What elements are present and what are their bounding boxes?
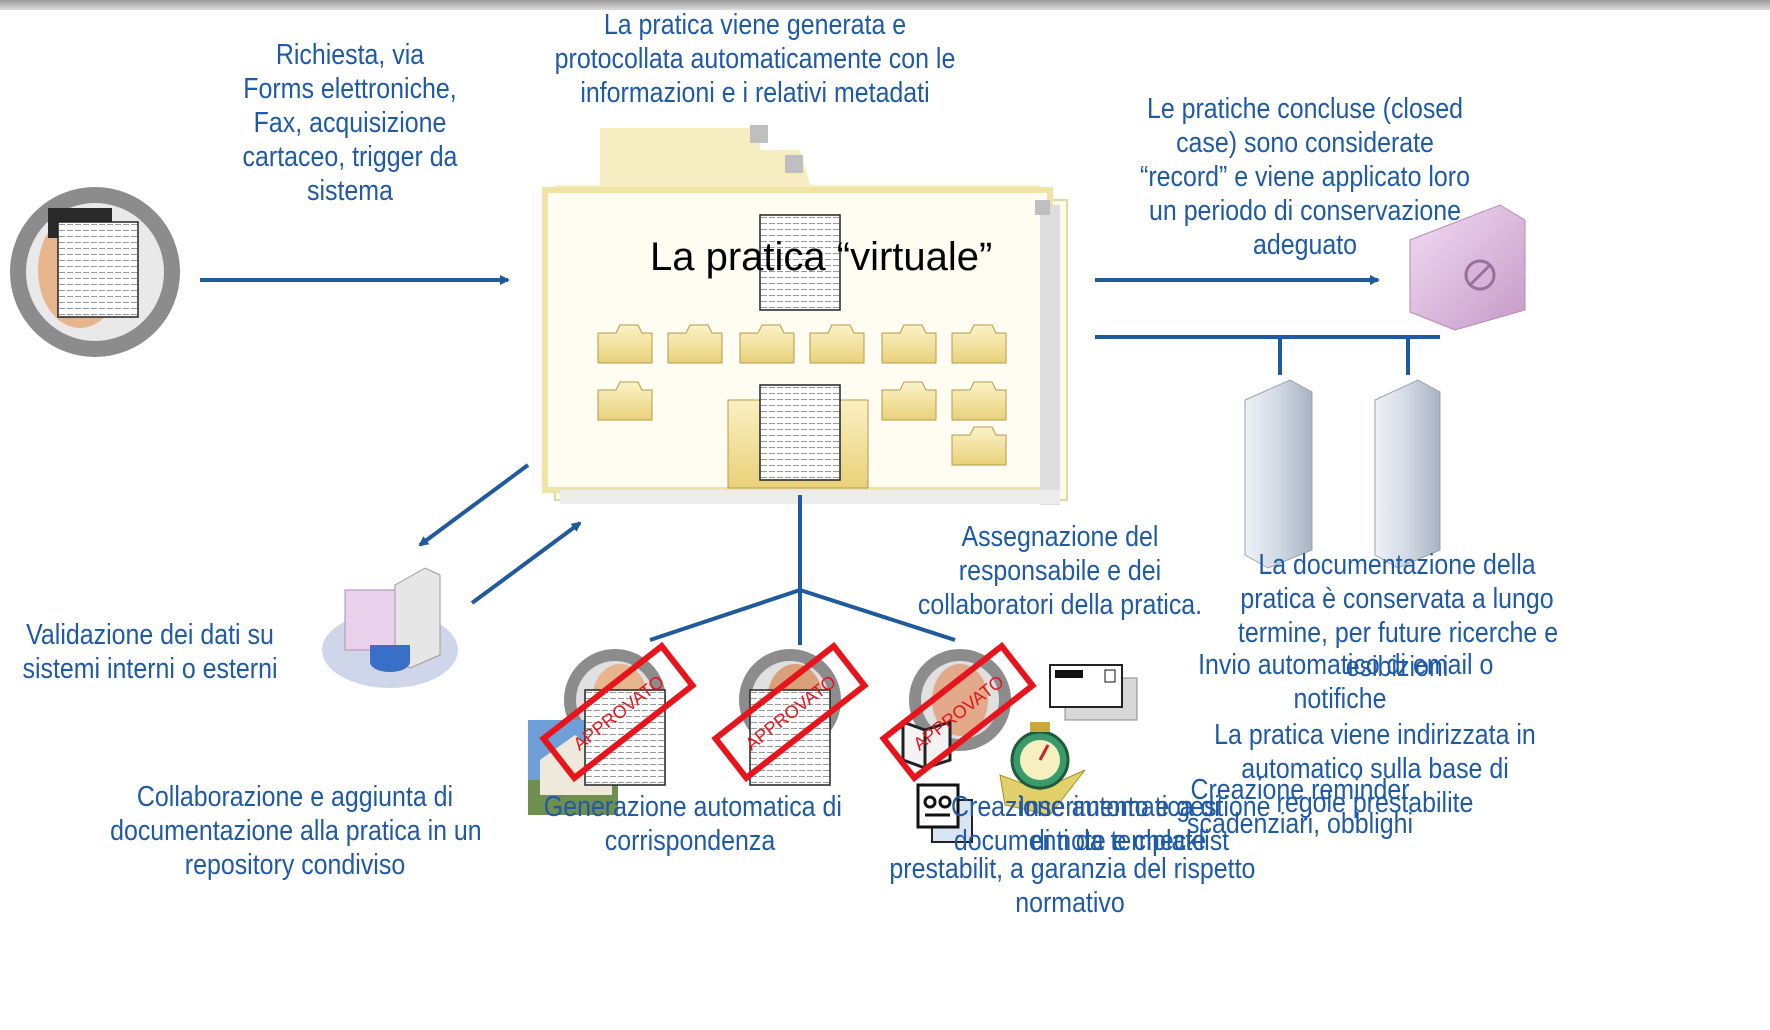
server-icon (1374, 379, 1441, 569)
note-icon (916, 783, 973, 843)
top-divider (0, 0, 1770, 10)
folder-title: La pratica “virtuale” (650, 235, 993, 279)
document-icon (759, 384, 841, 481)
flow-arrows (200, 275, 1440, 645)
email-icon (1049, 664, 1138, 721)
validation-system-icon (322, 567, 458, 688)
alarm-clock-icon (999, 722, 1086, 816)
safe-icon (1409, 204, 1526, 331)
server-icon (1244, 379, 1313, 569)
requester-avatar (10, 187, 180, 357)
